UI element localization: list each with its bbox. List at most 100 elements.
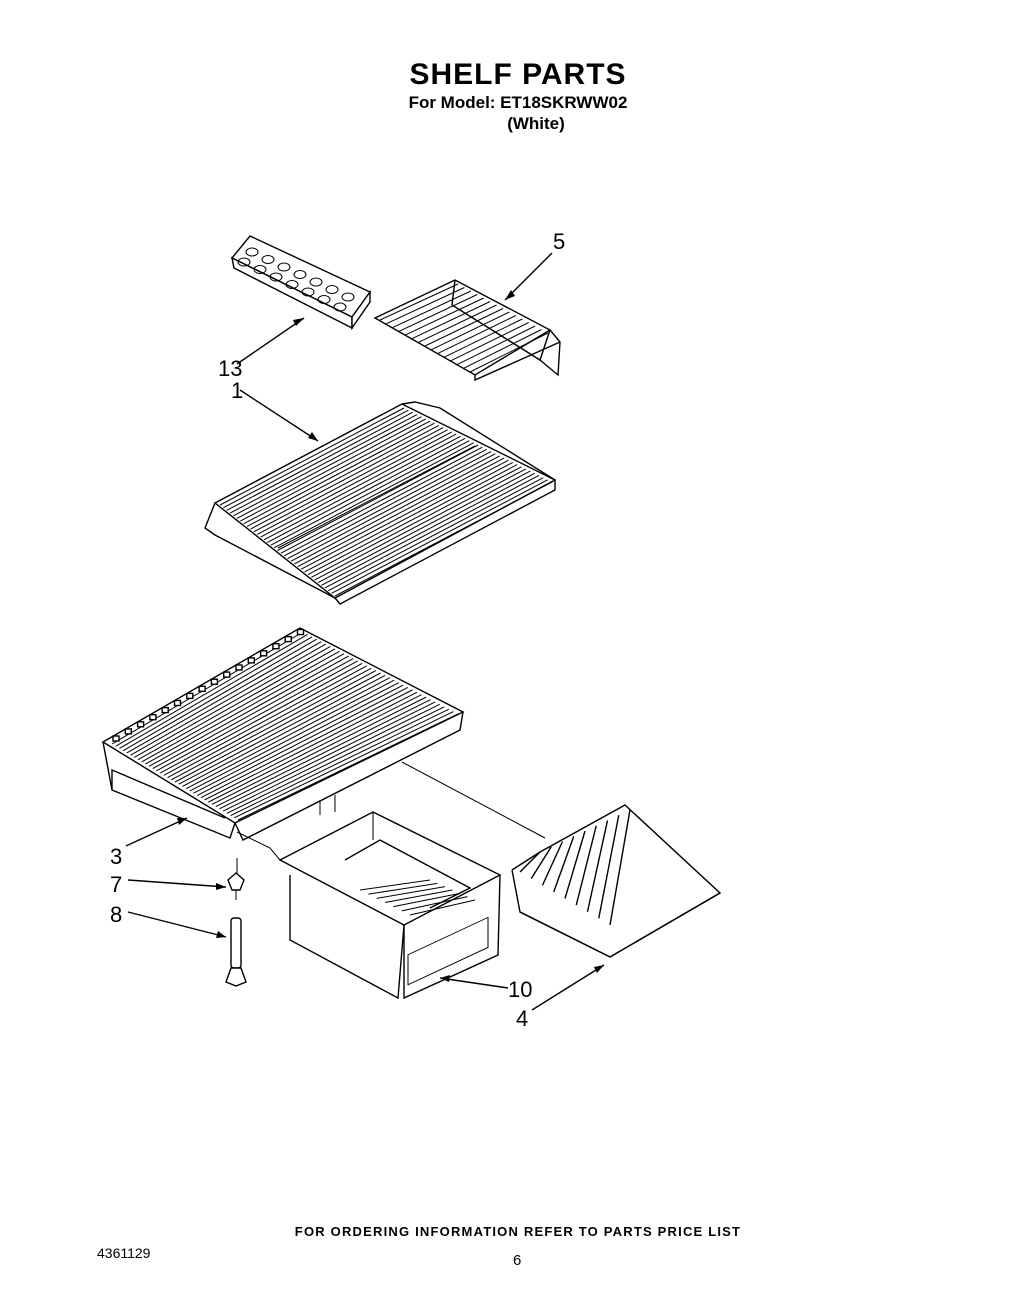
assembly-guide-lines — [236, 761, 546, 880]
callout-5: 5 — [553, 229, 565, 254]
wire-line — [280, 446, 483, 554]
cover-slot — [112, 735, 120, 742]
cover-slot — [149, 714, 157, 721]
cover-slot — [296, 628, 305, 636]
large-wire-shelf — [204, 401, 557, 605]
wire-line — [193, 684, 404, 794]
ice-cell — [341, 292, 355, 302]
cover-slot — [198, 685, 206, 692]
wire-line — [386, 287, 465, 325]
cover-slot — [272, 643, 280, 650]
wire-line — [215, 699, 431, 808]
ice-cell — [301, 287, 315, 297]
wire-line — [234, 711, 454, 819]
wire-line — [256, 431, 453, 535]
wire-line — [178, 674, 386, 785]
callout-7: 7 — [110, 872, 122, 897]
document-number: 4361129 — [97, 1245, 151, 1261]
wire-line — [270, 440, 470, 546]
fastener-clip — [227, 872, 245, 900]
wire-line — [456, 325, 536, 366]
wire-line — [219, 407, 405, 506]
wire-line — [167, 667, 372, 778]
wire-line — [304, 461, 514, 573]
ordering-note: FOR ORDERING INFORMATION REFER TO PARTS … — [294, 1224, 742, 1239]
ice-cell — [261, 255, 275, 264]
wire-line — [141, 650, 340, 763]
ice-cell — [253, 265, 267, 274]
wire-line — [229, 414, 418, 514]
wire-line — [294, 455, 500, 565]
wire-line — [182, 677, 390, 787]
cover-slot — [222, 671, 231, 678]
wire-line — [273, 442, 474, 549]
wire-line — [240, 420, 431, 522]
wire-line — [297, 457, 505, 568]
wire-line — [200, 689, 413, 799]
wire-line — [424, 308, 504, 347]
color-line: (White) — [507, 114, 565, 133]
wire-line — [431, 311, 510, 351]
wire-line — [126, 641, 322, 754]
wire-line — [311, 466, 522, 578]
ice-cell — [277, 262, 291, 272]
wire-line — [379, 283, 459, 321]
wire-line — [204, 691, 418, 801]
wire-line — [243, 422, 435, 525]
wire-line — [137, 648, 336, 761]
wire-line — [359, 879, 431, 891]
wire-line — [260, 433, 457, 538]
wire-line — [263, 435, 461, 541]
cover-slot — [186, 692, 194, 700]
wire-line — [185, 679, 395, 790]
wire-line — [145, 653, 345, 765]
wire-line — [163, 665, 368, 776]
ice-cube-tray — [230, 235, 372, 331]
ice-cell — [325, 285, 339, 294]
wire-line — [159, 662, 363, 774]
wire-line — [586, 820, 609, 912]
wire-line — [211, 696, 427, 805]
wire-line — [253, 429, 448, 533]
wire-line — [519, 851, 541, 873]
wire-line — [328, 477, 544, 592]
ice-cell — [333, 302, 347, 312]
wire-line — [553, 836, 575, 893]
wire-line — [376, 886, 446, 899]
handle-tool — [225, 917, 247, 987]
wire-line — [399, 294, 478, 332]
wire-line — [250, 427, 444, 530]
wire-line — [368, 882, 438, 895]
wire-line — [219, 701, 436, 810]
cover-slot — [284, 635, 292, 643]
wire-line — [418, 304, 497, 343]
wire-line — [437, 315, 517, 354]
wire-line — [226, 706, 445, 814]
leader-lines — [125, 252, 605, 1011]
wire-line — [133, 646, 331, 758]
wire-line — [564, 830, 586, 899]
wire-line — [575, 825, 597, 906]
wire-line — [277, 444, 479, 551]
wire-line — [530, 846, 552, 879]
wire-line — [122, 638, 317, 752]
wire-line — [119, 636, 313, 749]
callout-3: 3 — [110, 844, 122, 869]
wire-line — [392, 290, 472, 328]
crisper-cover-shelf — [101, 627, 465, 841]
wire-line — [233, 416, 422, 517]
wire-line — [541, 841, 564, 886]
model-line: For Model: ET18SKRWW02 — [408, 93, 628, 112]
ice-cell — [269, 272, 283, 282]
wire-line — [598, 815, 620, 919]
wire-line — [189, 682, 399, 792]
wire-line — [384, 889, 453, 903]
wire-line — [287, 451, 492, 559]
wire-line — [246, 424, 440, 527]
wire-line — [405, 297, 484, 336]
wire-line — [609, 809, 631, 926]
wire-line — [334, 481, 553, 597]
wire-line — [236, 418, 426, 519]
callout-4: 4 — [516, 1006, 528, 1031]
cover-slot — [136, 721, 145, 728]
